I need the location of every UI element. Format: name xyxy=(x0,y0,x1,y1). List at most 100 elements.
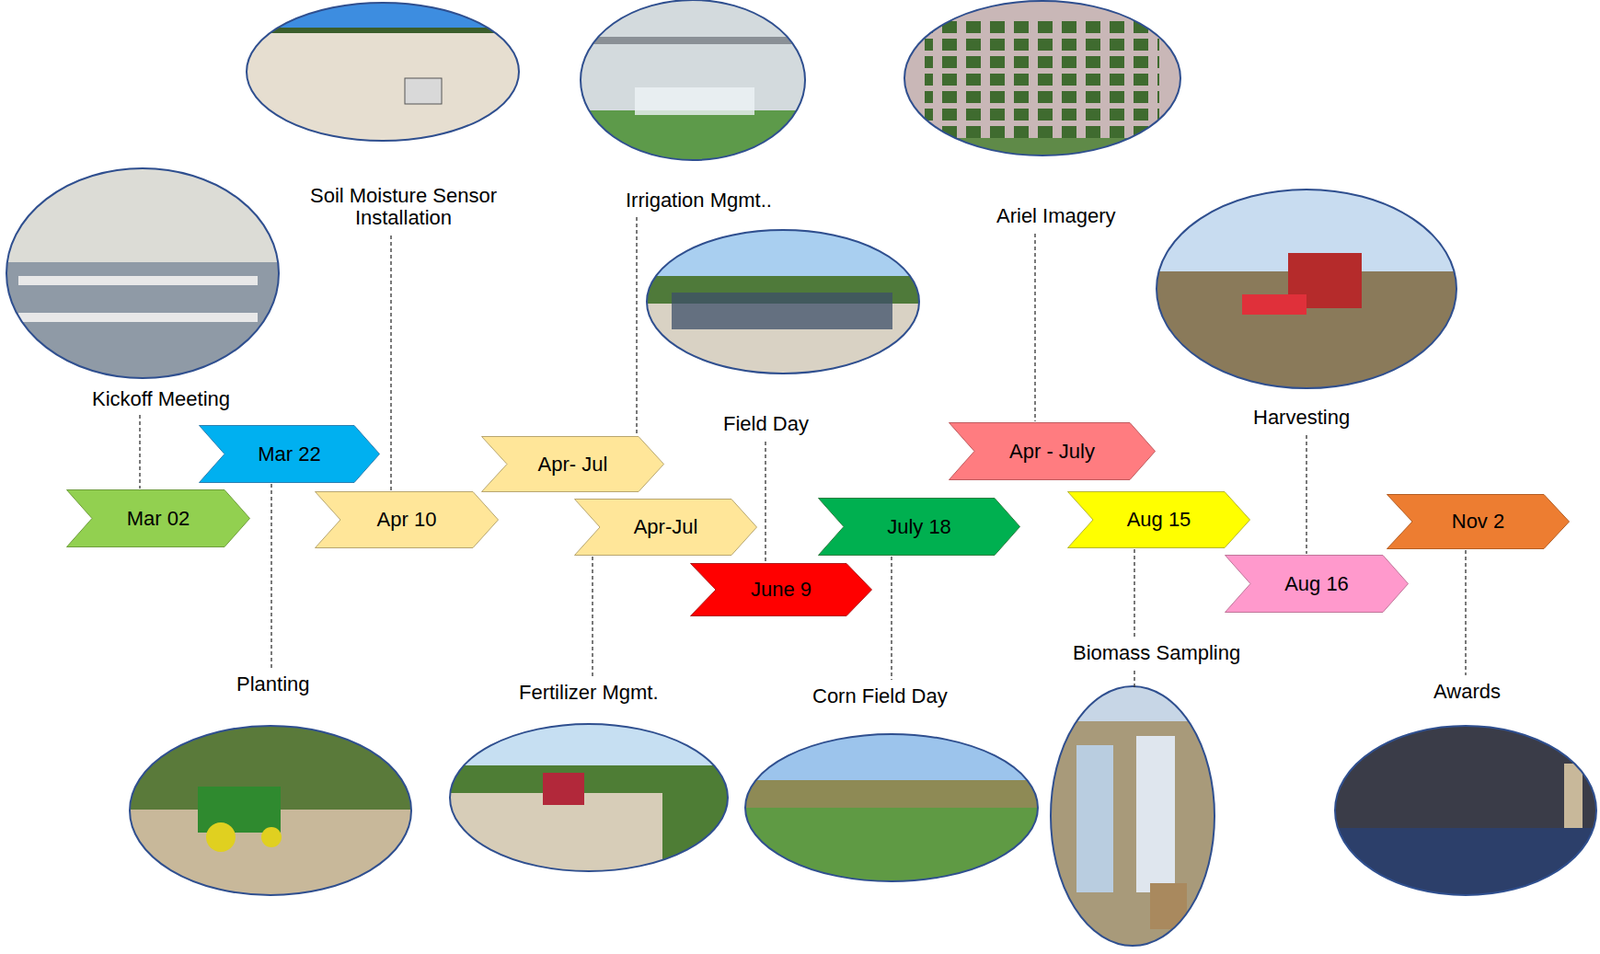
photo-plots xyxy=(924,18,1160,140)
leader-line xyxy=(1133,549,1135,637)
timeline-chevron: Mar 02 xyxy=(66,489,251,548)
photo-sky xyxy=(239,0,534,28)
timeline-chevron: Aug 15 xyxy=(1067,491,1251,549)
leader-line xyxy=(890,556,892,680)
timeline-chevron: Nov 2 xyxy=(1386,494,1570,550)
photo-sky xyxy=(446,722,732,769)
date-label: Apr 10 xyxy=(377,507,438,531)
activity-label: Ariel Imagery xyxy=(994,205,1118,228)
date-label: Mar 22 xyxy=(257,442,321,466)
leader-line xyxy=(1133,670,1135,691)
photo-harvester-head xyxy=(1242,294,1307,315)
timeline-chevron: June 9 xyxy=(690,563,873,617)
photo-person xyxy=(1136,736,1175,893)
chevron-outline xyxy=(575,499,758,556)
photo-frame xyxy=(1156,189,1457,389)
chevron-outline xyxy=(67,490,251,548)
photo-frame xyxy=(449,724,728,872)
date-label: June 9 xyxy=(750,577,812,601)
photo-tables xyxy=(1329,828,1600,902)
activity-label: Awards xyxy=(1431,680,1503,703)
leader-line xyxy=(1034,233,1036,422)
biomass-photo xyxy=(1048,684,1220,952)
timeline-chevron: Apr- Jul xyxy=(481,436,665,493)
timeline-chevron: Apr-Jul xyxy=(574,498,758,556)
photo-frame xyxy=(6,168,279,379)
activity-label: Planting xyxy=(234,673,312,696)
leader-line xyxy=(390,235,392,491)
date-label: Mar 02 xyxy=(126,506,190,530)
photo-grass xyxy=(901,138,1187,162)
awards-photo xyxy=(1329,722,1600,902)
photo-frame xyxy=(246,2,519,141)
timeline-chevron: July 18 xyxy=(817,497,1021,556)
meeting-photo xyxy=(0,165,286,392)
photo-frame xyxy=(1335,725,1597,896)
photo-tables xyxy=(0,262,286,392)
photo-frame xyxy=(129,725,412,896)
photo-speaker xyxy=(1564,763,1583,829)
date-label: Aug 16 xyxy=(1284,572,1349,596)
chevron-outline xyxy=(690,564,873,617)
chevron-outline xyxy=(1225,555,1409,613)
photo-crop xyxy=(740,780,1045,808)
photo-field xyxy=(1150,184,1463,396)
photo-ground xyxy=(239,0,534,148)
activity-label: Soil Moisture Sensor Installation xyxy=(293,184,514,230)
harvest-photo xyxy=(1150,184,1463,396)
date-label: Apr-Jul xyxy=(633,515,699,539)
photo-frame xyxy=(904,0,1181,156)
photo-table-row xyxy=(18,312,258,323)
activity-label: Harvesting xyxy=(1251,406,1352,429)
activity-label: Irrigation Mgmt.. xyxy=(623,189,774,212)
photo-tractor xyxy=(197,786,281,833)
photo-frame xyxy=(1050,686,1215,946)
planting-photo xyxy=(124,722,419,898)
date-label: July 18 xyxy=(886,515,952,539)
photo-grass xyxy=(740,731,1045,884)
fertilizer-photo xyxy=(446,722,737,876)
leader-line xyxy=(138,414,140,489)
activity-label: Field Day xyxy=(721,413,811,436)
leader-line xyxy=(270,483,272,668)
timeline-chevron: Mar 22 xyxy=(198,425,380,484)
activity-label: Kickoff Meeting xyxy=(90,388,232,411)
leader-line xyxy=(591,556,593,677)
photo-sky xyxy=(1048,684,1220,722)
date-label: Apr - July xyxy=(1009,439,1095,463)
photo-sky xyxy=(644,225,930,281)
photo-background xyxy=(570,0,819,166)
activity-label: Biomass Sampling xyxy=(1070,642,1243,665)
timeline-chevron: Apr - July xyxy=(948,422,1156,481)
aerial-photo xyxy=(901,0,1187,162)
date-label: Apr- Jul xyxy=(538,452,609,476)
photo-pipe xyxy=(570,36,819,45)
field-day-photo xyxy=(644,225,930,382)
photo-bag xyxy=(1150,883,1187,930)
leader-line xyxy=(635,217,637,436)
photo-ground xyxy=(124,722,419,898)
photo-person xyxy=(1076,745,1114,893)
timeline-chevron: Aug 16 xyxy=(1224,554,1409,613)
leader-line xyxy=(1305,435,1307,554)
activity-label: Corn Field Day xyxy=(810,685,950,708)
photo-ground xyxy=(644,225,930,382)
corn-field-day-photo xyxy=(740,731,1045,884)
photo-grass xyxy=(570,110,819,166)
date-label: Aug 15 xyxy=(1127,507,1192,531)
photo-wheel xyxy=(206,822,236,852)
leader-line xyxy=(764,441,766,563)
photo-sprayer xyxy=(542,772,585,806)
leader-lines xyxy=(139,217,1466,691)
photo-frame xyxy=(745,734,1038,882)
photo-wheel xyxy=(261,827,282,848)
photo-frame xyxy=(646,230,920,374)
soil-sensor-photo xyxy=(239,0,534,148)
photo-people xyxy=(671,292,893,330)
chevron-outline xyxy=(482,437,665,493)
chevron-outline xyxy=(1387,494,1570,550)
photo-frame xyxy=(580,0,806,161)
photo-spray xyxy=(634,87,755,116)
photo-table-row xyxy=(18,276,258,286)
